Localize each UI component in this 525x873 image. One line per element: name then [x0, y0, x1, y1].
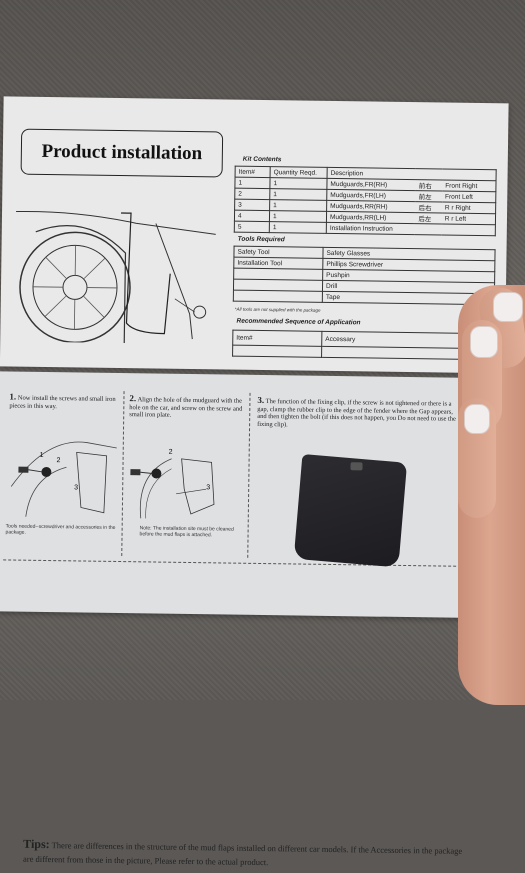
step-3-description: The function of the fixing clip, if the …	[257, 398, 456, 428]
kit-header-qty: Quantity Reqd.	[270, 167, 327, 179]
diagram-label: 2	[169, 449, 173, 456]
kit-cell: R r Right	[442, 202, 496, 214]
page-title: Product installation	[21, 129, 224, 178]
step-2-diagram: 2 3	[126, 433, 245, 525]
step-2-text: 2. Align the hole of the mudguard with t…	[129, 395, 244, 420]
diagram-label: 3	[206, 484, 210, 491]
kit-cell: R r Left	[442, 213, 496, 225]
kit-cell: 1	[270, 189, 327, 201]
diagram-label: 1	[40, 452, 44, 459]
kit-cell: Installation Instruction	[326, 222, 495, 235]
sheet-bottom-panel: 1. Now install the screws and small iron…	[0, 371, 490, 618]
kit-cell: 1	[270, 200, 327, 212]
kit-header-item: Item#	[235, 166, 270, 177]
tips-section: Tips: There are differences in the struc…	[23, 837, 473, 872]
diagram-label: 2	[57, 457, 61, 464]
tools-note: *All tools are not supplied with the pac…	[235, 307, 321, 313]
kit-contents-label: Kit Contents	[243, 156, 282, 164]
table-row: Tape	[233, 290, 494, 305]
fingernail	[493, 292, 523, 322]
step-3-text: 3. The function of the fixing clip, if t…	[257, 397, 462, 431]
kit-cell: Front Right	[442, 180, 496, 192]
installation-note: Note: The installation site must be clea…	[140, 525, 245, 538]
tools-required-label: Tools Required	[238, 236, 285, 244]
step-2-number: 2.	[129, 393, 136, 403]
kit-cell: 前左	[416, 191, 443, 202]
kit-contents-table: Item# Quantity Reqd. Description 1 1 Mud…	[234, 166, 497, 237]
step-1-text: 1. Now install the screws and small iron…	[9, 393, 119, 411]
sequence-cell	[233, 345, 322, 357]
kit-cell: 3	[235, 199, 270, 210]
kit-cell: 前右	[416, 180, 443, 191]
sequence-header-item: Item#	[233, 330, 322, 346]
tools-needed-note: Tools needed--screwdriver and accessorie…	[6, 523, 121, 537]
kit-cell: 1	[269, 211, 326, 223]
kit-cell: 后左	[415, 213, 442, 224]
tips-label: Tips:	[23, 837, 50, 851]
kit-cell: 4	[234, 210, 269, 221]
sheet-top-panel: Product installation Kit Contents Item#	[0, 96, 509, 373]
diagram-label: 3	[74, 484, 78, 491]
divider	[121, 391, 124, 556]
kit-cell: 5	[234, 221, 269, 232]
fingernail	[470, 326, 498, 358]
divider	[3, 559, 481, 567]
tools-required-table: Safety Tool Safety Glasses Installation …	[233, 246, 496, 306]
table-row: 5 1 Installation Instruction	[234, 221, 495, 236]
kit-cell: 1	[235, 177, 270, 188]
kit-cell: 2	[235, 188, 270, 199]
mud-flap-clip	[350, 462, 362, 470]
tools-cell	[233, 290, 322, 302]
kit-cell: Front Left	[442, 191, 496, 203]
kit-cell: 后右	[415, 202, 442, 213]
step-1-description: Now install the screws and small iron pi…	[9, 395, 115, 410]
step-1-diagram: 1 2 3	[6, 426, 119, 523]
divider	[247, 393, 250, 558]
step-3-number: 3.	[257, 395, 264, 405]
kit-cell: 1	[269, 222, 326, 234]
step-1-number: 1.	[9, 391, 16, 401]
mud-flap-photo	[294, 454, 407, 567]
kit-cell: 1	[270, 178, 327, 190]
car-wheel-illustration	[14, 192, 226, 345]
fingernail	[464, 404, 490, 434]
table-row	[233, 345, 494, 360]
instruction-sheet: Product installation Kit Contents Item#	[0, 96, 525, 623]
sequence-label: Recommended Sequence of Application	[236, 318, 360, 327]
sequence-table: Item# Accessary	[232, 330, 494, 361]
tips-text: There are differences in the structure o…	[23, 840, 462, 867]
step-2-description: Align the hole of the mudguard with the …	[129, 396, 242, 418]
